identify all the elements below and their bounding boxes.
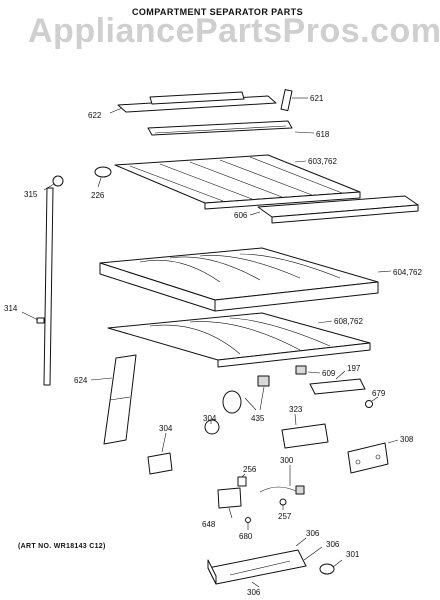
watermark: AppliancePartsPros.com [28,12,440,50]
part-624[interactable] [90,354,137,445]
callout-257: 257 [278,512,292,521]
diagram-title: COMPARTMENT SEPARATOR PARTS [132,7,303,17]
part-618[interactable] [147,120,315,136]
callout-256: 256 [243,465,257,474]
part-306[interactable] [207,537,323,588]
callout-609: 609 [322,369,336,378]
part-680[interactable] [245,517,251,531]
callout-622: 622 [88,111,102,120]
part-304a[interactable] [147,432,173,475]
callout-226: 226 [91,191,105,200]
callout-314: 314 [4,304,18,313]
callout-608: 608,762 [334,317,363,326]
part-308[interactable] [347,439,399,474]
callout-197: 197 [347,364,361,373]
callout-621: 621 [310,94,324,103]
callout-603: 603,762 [308,157,337,166]
part-648[interactable] [217,487,242,519]
part-314[interactable] [21,187,54,386]
part-622[interactable] [109,91,277,114]
part-257[interactable] [279,498,287,510]
callout-648: 648 [202,520,216,529]
callout-304a: 304 [159,424,173,433]
callout-435: 435 [251,414,265,423]
part-621[interactable] [280,89,308,112]
callout-323: 323 [289,405,303,414]
part-679[interactable] [365,396,379,408]
callout-306c: 306 [247,588,261,597]
part-315[interactable] [43,175,64,191]
callout-606: 606 [234,211,248,220]
callout-300: 300 [280,456,294,465]
part-256[interactable] [237,473,247,487]
callout-680: 680 [239,532,253,541]
part-609[interactable] [295,365,321,375]
part-323[interactable] [281,413,329,449]
callout-308: 308 [400,435,414,444]
callout-304b: 304 [203,414,217,423]
part-300[interactable] [259,465,305,495]
part-435[interactable] [222,375,270,414]
part-301[interactable] [319,559,343,575]
callout-618: 618 [316,130,330,139]
callout-301: 301 [346,550,360,559]
part-304b[interactable] [204,419,220,435]
part-197[interactable] [309,370,366,395]
callout-306b: 306 [326,540,340,549]
part-608[interactable] [107,312,371,368]
art-number: (ART NO. WR18143 C12) [18,543,106,550]
part-603[interactable] [114,154,361,210]
callout-679: 679 [372,389,386,398]
part-606[interactable] [249,195,419,224]
callout-624: 624 [74,376,88,385]
part-604[interactable] [99,247,392,312]
callout-306a: 306 [306,529,320,538]
callout-604: 604,762 [393,268,422,277]
part-226[interactable] [94,166,112,188]
callout-315: 315 [24,190,38,199]
